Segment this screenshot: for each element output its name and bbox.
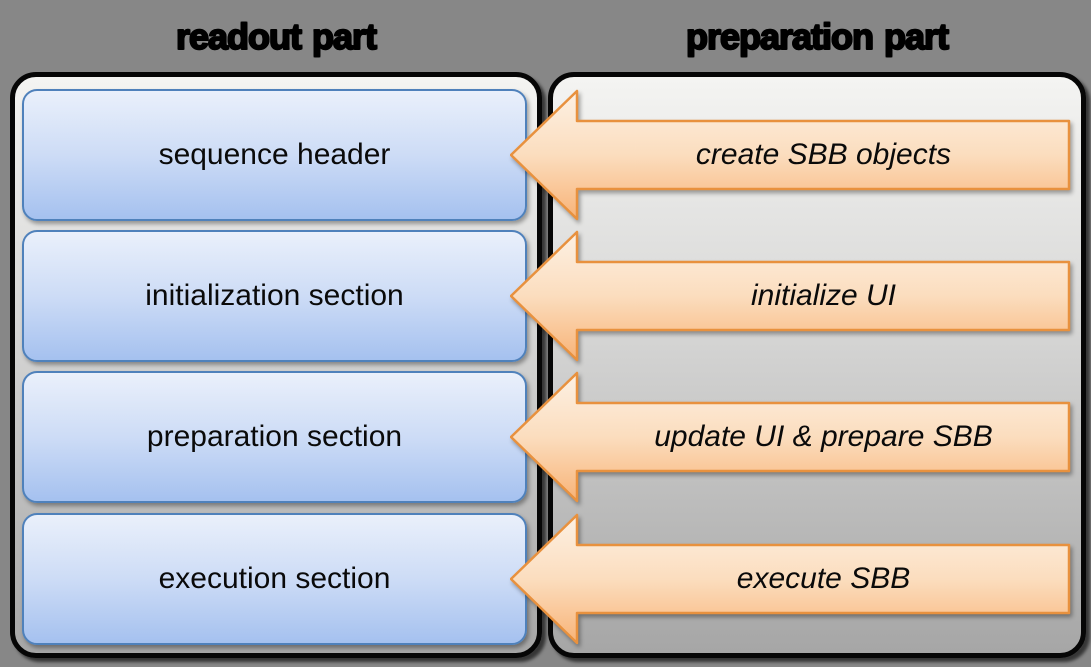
execution-section-box: execution section [22, 513, 527, 645]
left-block-arrow-icon [510, 513, 1071, 645]
arrow-update-ui-prepare-sbb: update UI & prepare SBB [510, 370, 1072, 504]
box-label: execution section [158, 562, 391, 595]
arrow-create-sbb-objects: create SBB objects [510, 88, 1072, 222]
preparation-section-box: preparation section [22, 371, 527, 503]
left-block-arrow-icon [510, 371, 1071, 503]
arrow-label: execute SBB [736, 562, 911, 595]
arrow-label: create SBB objects [695, 138, 952, 171]
left-block-arrow-icon [510, 230, 1071, 362]
box-label: sequence header [158, 138, 391, 171]
arrow-initialize-ui: initialize UI [510, 229, 1072, 363]
left-block-arrow-icon [510, 89, 1071, 221]
arrow-execute-sbb: execute SBB [510, 512, 1072, 646]
preparation-part-title: preparation part [685, 15, 950, 58]
readout-part-title: readout part [175, 15, 378, 58]
arrow-label: initialize UI [750, 279, 897, 312]
sequence-header-box: sequence header [22, 89, 527, 221]
arrow-label: update UI & prepare SBB [654, 420, 993, 453]
box-label: initialization section [145, 279, 404, 312]
initialization-section-box: initialization section [22, 230, 527, 362]
box-label: preparation section [146, 420, 403, 453]
